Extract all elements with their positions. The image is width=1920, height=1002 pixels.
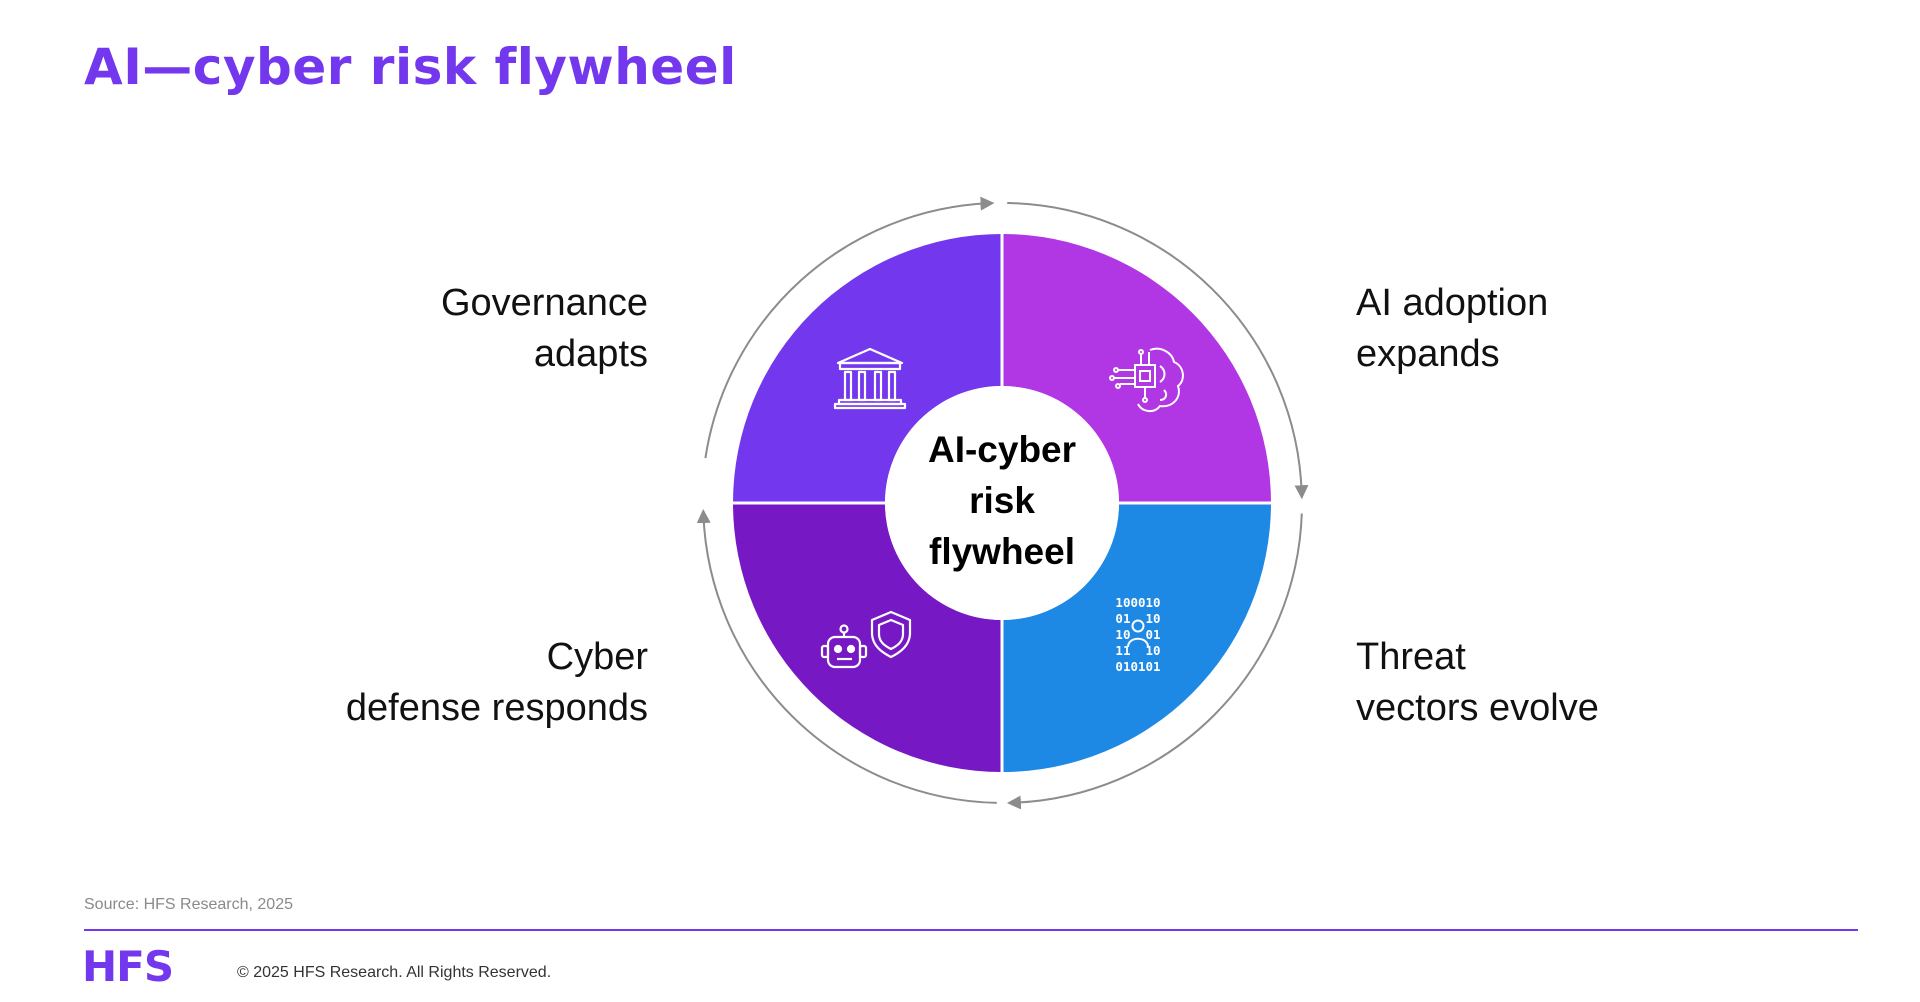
quadrant-cyber-defense <box>733 503 1002 772</box>
stage-label-ai-adoption: AI adoption expands <box>1356 278 1548 380</box>
user-head <box>1131 619 1145 633</box>
stage-label-governance-line-1: Governance <box>440 282 648 324</box>
stage-label-cyber-defense: Cyber defense responds <box>346 632 648 734</box>
stage-label-cyber-defense-line-2: defense responds <box>345 687 648 729</box>
stage-label-ai-adoption-line-1: AI adoption <box>1356 282 1549 324</box>
binary-user-icon: 100010 01 10 10 01 11 10 010101 <box>1115 595 1160 674</box>
center-label-line-2: risk <box>969 480 1035 521</box>
cycle-arrow-top-right <box>1007 202 1309 500</box>
page-title: AI—cyber risk flywheel <box>84 38 737 96</box>
binary-row-2: 01 10 <box>1115 611 1160 626</box>
stage-label-threat-line-1: Threat <box>1356 636 1466 678</box>
cycle-arrow-top-left <box>704 196 995 459</box>
ai-brain-chip-icon <box>1109 347 1184 412</box>
bank-building-icon <box>833 347 907 410</box>
binary-row-5: 010101 <box>1115 659 1160 674</box>
source-note: Source: HFS Research, 2025 <box>84 896 293 913</box>
stage-label-governance: Governance adapts <box>441 278 648 380</box>
stage-label-cyber-defense-line-1: Cyber <box>546 636 648 678</box>
user-body <box>1127 637 1149 648</box>
stage-label-threat-vectors: Threat vectors evolve <box>1356 632 1599 734</box>
cycle-arrow-bottom-right <box>1006 513 1303 810</box>
center-label-line-1: AI-cyber <box>927 429 1077 470</box>
robot-shield-icon <box>820 610 912 669</box>
binary-row-4: 11 10 <box>1115 643 1160 658</box>
binary-row-1: 100010 <box>1115 595 1160 610</box>
center-hub <box>885 386 1119 620</box>
cycle-arrow-bottom-left <box>696 509 997 804</box>
hfs-logo: HFS <box>82 942 174 991</box>
stage-label-threat-line-2: vectors evolve <box>1356 687 1599 729</box>
copyright-notice: © 2025 HFS Research. All Rights Reserved… <box>237 964 552 981</box>
quadrant-ai-adoption <box>1002 234 1271 503</box>
quadrant-threat-vectors <box>1002 503 1271 772</box>
binary-row-3: 10 01 <box>1115 627 1160 642</box>
stage-label-ai-adoption-line-2: expands <box>1356 333 1500 375</box>
footer-divider <box>84 929 1858 931</box>
center-label-line-3: flywheel <box>929 531 1075 572</box>
stage-label-governance-line-2: adapts <box>533 333 648 375</box>
center-label: AI-cyber risk flywheel <box>887 424 1117 577</box>
